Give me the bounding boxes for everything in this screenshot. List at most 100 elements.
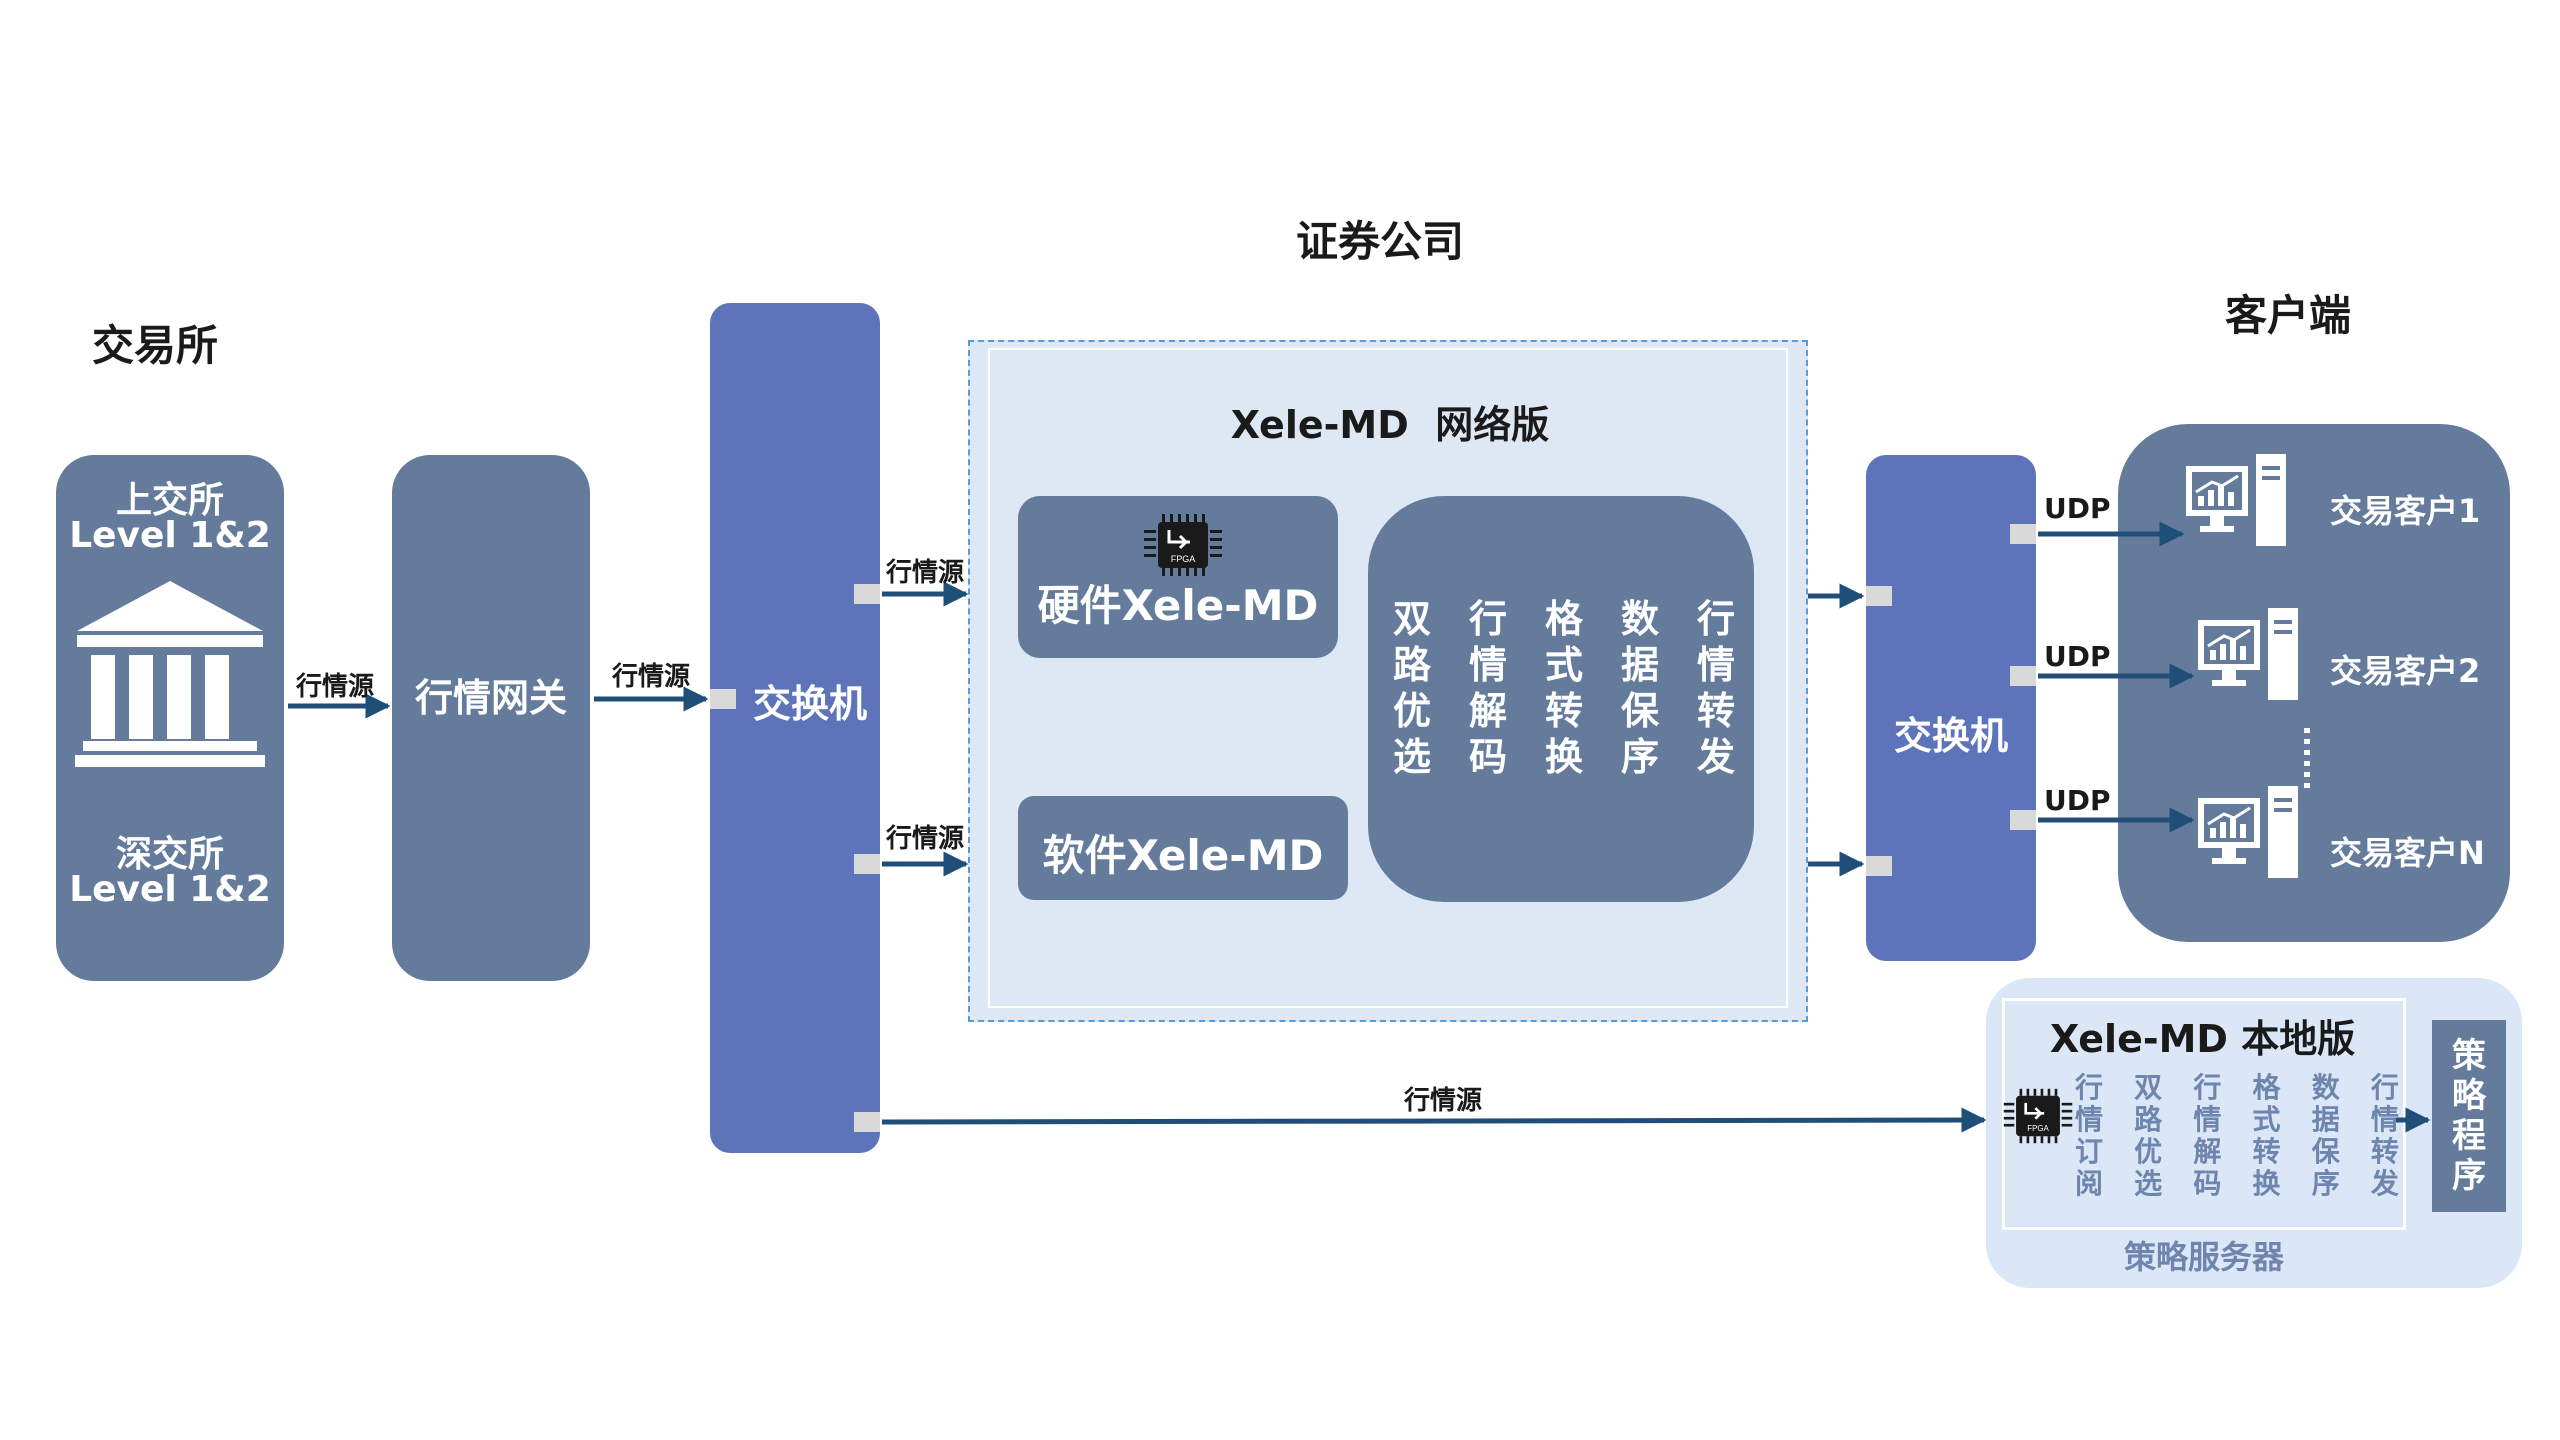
local-function-char: 情 — [2074, 1103, 2103, 1136]
software-xele-md-label: 软件Xele-MD — [1042, 831, 1324, 880]
heading-broker: 证券公司 — [1296, 217, 1465, 266]
function-char: 式 — [1544, 643, 1583, 687]
switch-2: 交换机 — [1866, 455, 2036, 961]
clients-panel: 交易客户1 交易客户2 交易客户N — [2118, 424, 2510, 942]
function-char: 路 — [1392, 643, 1431, 687]
switch-1-label: 交换机 — [752, 682, 867, 726]
function-column-format: 格 式 转 换 — [1541, 596, 1587, 780]
local-function-char: 保 — [2311, 1135, 2340, 1168]
szse-name: 深交所 — [115, 834, 224, 875]
local-function-char: 路 — [2134, 1103, 2163, 1136]
function-column-order: 数 据 保 序 — [1617, 596, 1663, 780]
function-column-forward: 行 情 转 发 — [1693, 596, 1739, 780]
local-function-column-forward: 行 情 转 发 — [2368, 1072, 2402, 1200]
switch-2-label: 交换机 — [1893, 714, 2008, 758]
function-char: 格 — [1544, 597, 1583, 641]
function-char: 数 — [1620, 597, 1659, 641]
exchange-box: 上交所 Level 1&2 深交所 Level 1&2 — [56, 455, 284, 981]
arrow-label-exchange-gateway: 行情源 — [296, 672, 375, 702]
network-functions-box: 双 路 优 选 行 情 解 码 格 式 转 换 数 据 保 序 — [1368, 496, 1754, 902]
function-char: 码 — [1468, 735, 1507, 779]
heading-client: 客户端 — [2225, 291, 2352, 340]
local-edition-title: Xele-MD 本地版 — [2050, 1017, 2356, 1061]
local-function-char: 双 — [2134, 1071, 2163, 1104]
local-function-char: 数 — [2311, 1071, 2340, 1104]
switch-1-port-in — [710, 689, 736, 709]
sse-level: Level 1&2 — [69, 515, 271, 556]
function-char: 选 — [1392, 735, 1431, 779]
function-char: 发 — [1696, 735, 1735, 779]
network-functions-grid: 双 路 优 选 行 情 解 码 格 式 转 换 数 据 保 序 — [1374, 596, 1754, 780]
function-char: 据 — [1620, 643, 1659, 687]
local-function-char: 解 — [2193, 1135, 2222, 1168]
local-function-column-order: 数 据 保 序 — [2309, 1072, 2343, 1200]
function-char: 转 — [1544, 689, 1583, 733]
network-edition-inner-border — [988, 348, 1788, 1008]
strategy-char: 略 — [2452, 1076, 2486, 1116]
function-char: 解 — [1468, 689, 1507, 733]
more-clients-ellipsis — [2304, 728, 2310, 794]
function-char: 换 — [1544, 735, 1583, 779]
arrow-switch-to-local — [881, 1107, 1987, 1133]
local-function-char: 换 — [2252, 1167, 2281, 1200]
svg-text:FPGA: FPGA — [2027, 1124, 2049, 1133]
function-char: 双 — [1392, 597, 1431, 641]
switch-1-port-out-hw — [854, 584, 880, 604]
arrow-label-gateway-switch: 行情源 — [612, 662, 691, 692]
udp-label-1: UDP — [2044, 492, 2111, 525]
arrow-label-switch-hardware: 行情源 — [886, 558, 965, 588]
local-function-char: 式 — [2252, 1103, 2281, 1136]
fpga-chip-icon: FPGA — [2003, 1088, 2073, 1144]
switch-2-port-out-1 — [2010, 524, 2036, 544]
switch-2-port-in-2 — [1866, 856, 1892, 876]
local-edition-panel: Xele-MD 本地版 FPGA 行 情 订 阅 双 路 优 选 行 情 解 码 — [1986, 978, 2522, 1288]
network-edition-title: Xele-MD 网络版 — [1230, 403, 1550, 447]
bank-building-icon — [75, 581, 265, 767]
local-function-char: 序 — [2311, 1167, 2340, 1200]
local-function-char: 情 — [2370, 1103, 2399, 1136]
szse-level: Level 1&2 — [69, 869, 271, 910]
fpga-chip-icon: FPGA — [1144, 514, 1222, 576]
local-function-char: 行 — [2074, 1071, 2103, 1104]
strategy-server-label: 策略服务器 — [2123, 1238, 2284, 1276]
switch-1-port-out-local — [854, 1112, 880, 1132]
local-function-char: 格 — [2252, 1071, 2281, 1104]
local-function-char: 情 — [2193, 1103, 2222, 1136]
local-function-char: 订 — [2074, 1135, 2103, 1168]
computer-chart-icon — [2198, 786, 2298, 878]
client-2-label: 交易客户2 — [2330, 652, 2481, 690]
local-functions-grid: 行 情 订 阅 双 路 优 选 行 情 解 码 格 式 转 换 数 据 保 序 — [2072, 1072, 2402, 1200]
hardware-xele-md-box: FPGA 硬件Xele-MD — [1018, 496, 1338, 658]
computer-chart-icon — [2198, 608, 2298, 700]
function-char: 序 — [1620, 735, 1659, 779]
function-column-dual-route: 双 路 优 选 — [1389, 596, 1435, 780]
sse-name: 上交所 — [115, 480, 224, 521]
hardware-xele-md-label: 硬件Xele-MD — [1037, 581, 1319, 630]
local-function-char: 行 — [2370, 1071, 2399, 1104]
market-gateway-box: 行情网关 — [392, 455, 590, 981]
function-char: 行 — [1468, 597, 1507, 641]
switch-2-port-out-2 — [2010, 666, 2036, 686]
client-1-label: 交易客户1 — [2330, 492, 2481, 530]
strategy-char: 策 — [2452, 1036, 2486, 1076]
local-function-column-subscribe: 行 情 订 阅 — [2072, 1072, 2106, 1200]
local-function-char: 发 — [2370, 1167, 2399, 1200]
gateway-label: 行情网关 — [414, 676, 567, 720]
function-char: 保 — [1620, 689, 1659, 733]
arrow-label-switch-local: 行情源 — [1404, 1086, 1483, 1116]
client-n-label: 交易客户N — [2330, 834, 2485, 872]
udp-label-n: UDP — [2044, 784, 2111, 817]
strategy-char: 程 — [2452, 1116, 2486, 1156]
local-function-char: 码 — [2193, 1167, 2222, 1200]
local-edition-inner-box — [2002, 998, 2406, 1230]
udp-label-2: UDP — [2044, 640, 2111, 673]
function-char: 优 — [1392, 689, 1431, 733]
local-function-char: 选 — [2134, 1167, 2163, 1200]
local-function-char: 据 — [2311, 1103, 2340, 1136]
switch-1: 交换机 — [710, 303, 880, 1153]
function-char: 情 — [1696, 643, 1735, 687]
local-function-column-format: 格 式 转 换 — [2250, 1072, 2284, 1200]
software-xele-md-box: 软件Xele-MD — [1018, 796, 1348, 900]
computer-chart-icon — [2186, 454, 2286, 546]
